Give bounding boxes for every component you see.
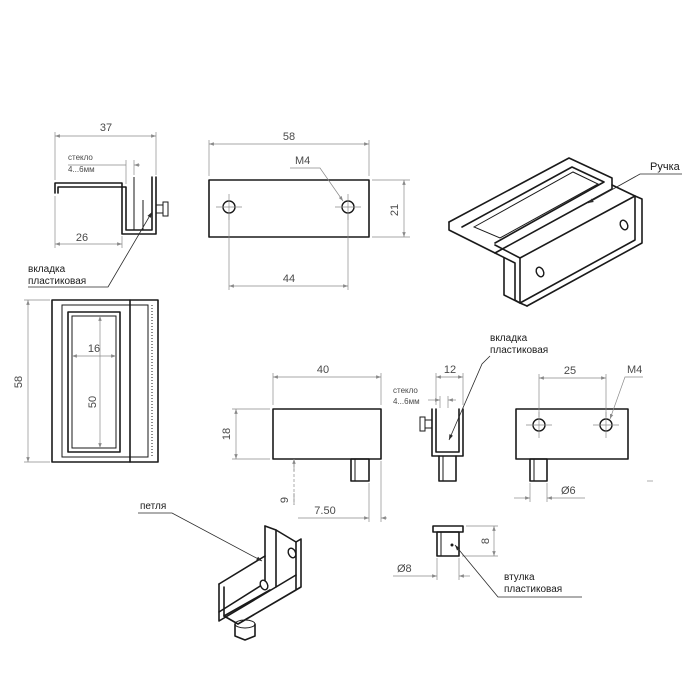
hinge-top-view: 25 M4 Ø6 [514, 364, 653, 502]
hinge-width-dim: 40 [317, 364, 329, 376]
handle-thread-label: M4 [295, 155, 310, 167]
hinge-side-view: 12 стекло 4...6мм вкладка пластиковая [393, 333, 548, 482]
handle-iso-view: Ручка [448, 157, 682, 307]
handle-length-dim: 58 [283, 131, 295, 143]
bushing-height-dim: 8 [480, 538, 492, 544]
glass-label: стекло [68, 153, 93, 162]
handle-iso-label: Ручка [650, 161, 681, 173]
side-height-dim: 58 [13, 376, 25, 388]
bushing-view: 8 Ø8 втулка пластиковая [393, 525, 582, 598]
hole-spacing-dim: 44 [283, 273, 295, 285]
bushing-label-line1: втулка [504, 572, 535, 583]
bushing-label-line2: пластиковая [504, 584, 562, 595]
insert-label-line1: вкладка [28, 264, 66, 275]
handle-width-dim: 37 [100, 122, 112, 134]
hinge-side-width-dim: 12 [444, 364, 456, 376]
pin-length-dim: 9 [279, 497, 291, 503]
hinge-iso-view: петля [138, 501, 302, 641]
hinge-iso-label: петля [140, 501, 166, 512]
window-height-dim: 50 [87, 396, 99, 408]
hinge-glass-label: стекло [393, 386, 418, 395]
window-width-dim: 16 [88, 343, 100, 355]
hinge-insert-line1: вкладка [490, 333, 528, 344]
handle-height-dim: 21 [389, 204, 401, 216]
hinge-hole-spacing-dim: 25 [564, 365, 576, 377]
hinge-front-view: 40 18 9 7.50 [221, 364, 387, 522]
handle-section-view: 37 стекло 4...6мм 26 вкладка пластиковая [28, 122, 169, 288]
pin-diameter-dim: Ø6 [561, 485, 576, 497]
handle-side-view: 58 16 50 [13, 299, 159, 463]
pin-offset-dim: 7.50 [314, 505, 335, 517]
hinge-glass-range: 4...6мм [393, 397, 420, 406]
bushing-diameter-dim: Ø8 [397, 563, 412, 575]
handle-front-view: 58 M4 21 44 [208, 131, 410, 290]
handle-inner-dim: 26 [76, 232, 88, 244]
glass-range: 4...6мм [68, 165, 95, 174]
insert-label-line2: пластиковая [28, 276, 86, 287]
hinge-thread-label: M4 [627, 364, 642, 376]
hinge-insert-line2: пластиковая [490, 345, 548, 356]
hinge-height-dim: 18 [221, 428, 233, 440]
